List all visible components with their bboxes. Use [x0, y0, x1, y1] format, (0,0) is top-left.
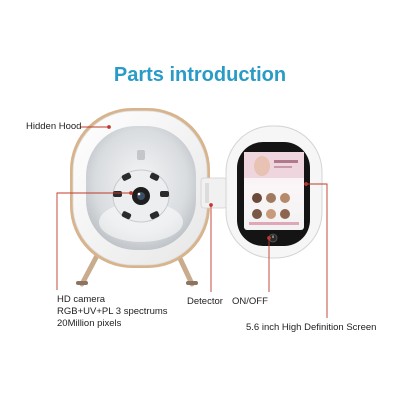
leader-lines [56, 125, 328, 318]
tablet-screen [225, 125, 323, 259]
label-hd-camera: HD camera RGB+UV+PL 3 spectrums 20Millio… [57, 294, 168, 330]
label-hd-camera-line2: RGB+UV+PL 3 spectrums [57, 306, 168, 317]
label-detector: Detector [187, 296, 223, 307]
page-title: Parts introduction [113, 64, 287, 86]
label-hidden-hood: Hidden Hood [26, 121, 82, 132]
label-on-off: ON/OFF [232, 296, 268, 307]
detector-hinge [200, 177, 228, 209]
hd-camera [112, 169, 170, 223]
screen-avatars [252, 193, 290, 219]
label-hd-camera-line1: HD camera [57, 294, 106, 305]
label-screen: 5.6 inch High Definition Screen [246, 322, 377, 333]
label-hd-camera-line3: 20Million pixels [57, 318, 122, 329]
